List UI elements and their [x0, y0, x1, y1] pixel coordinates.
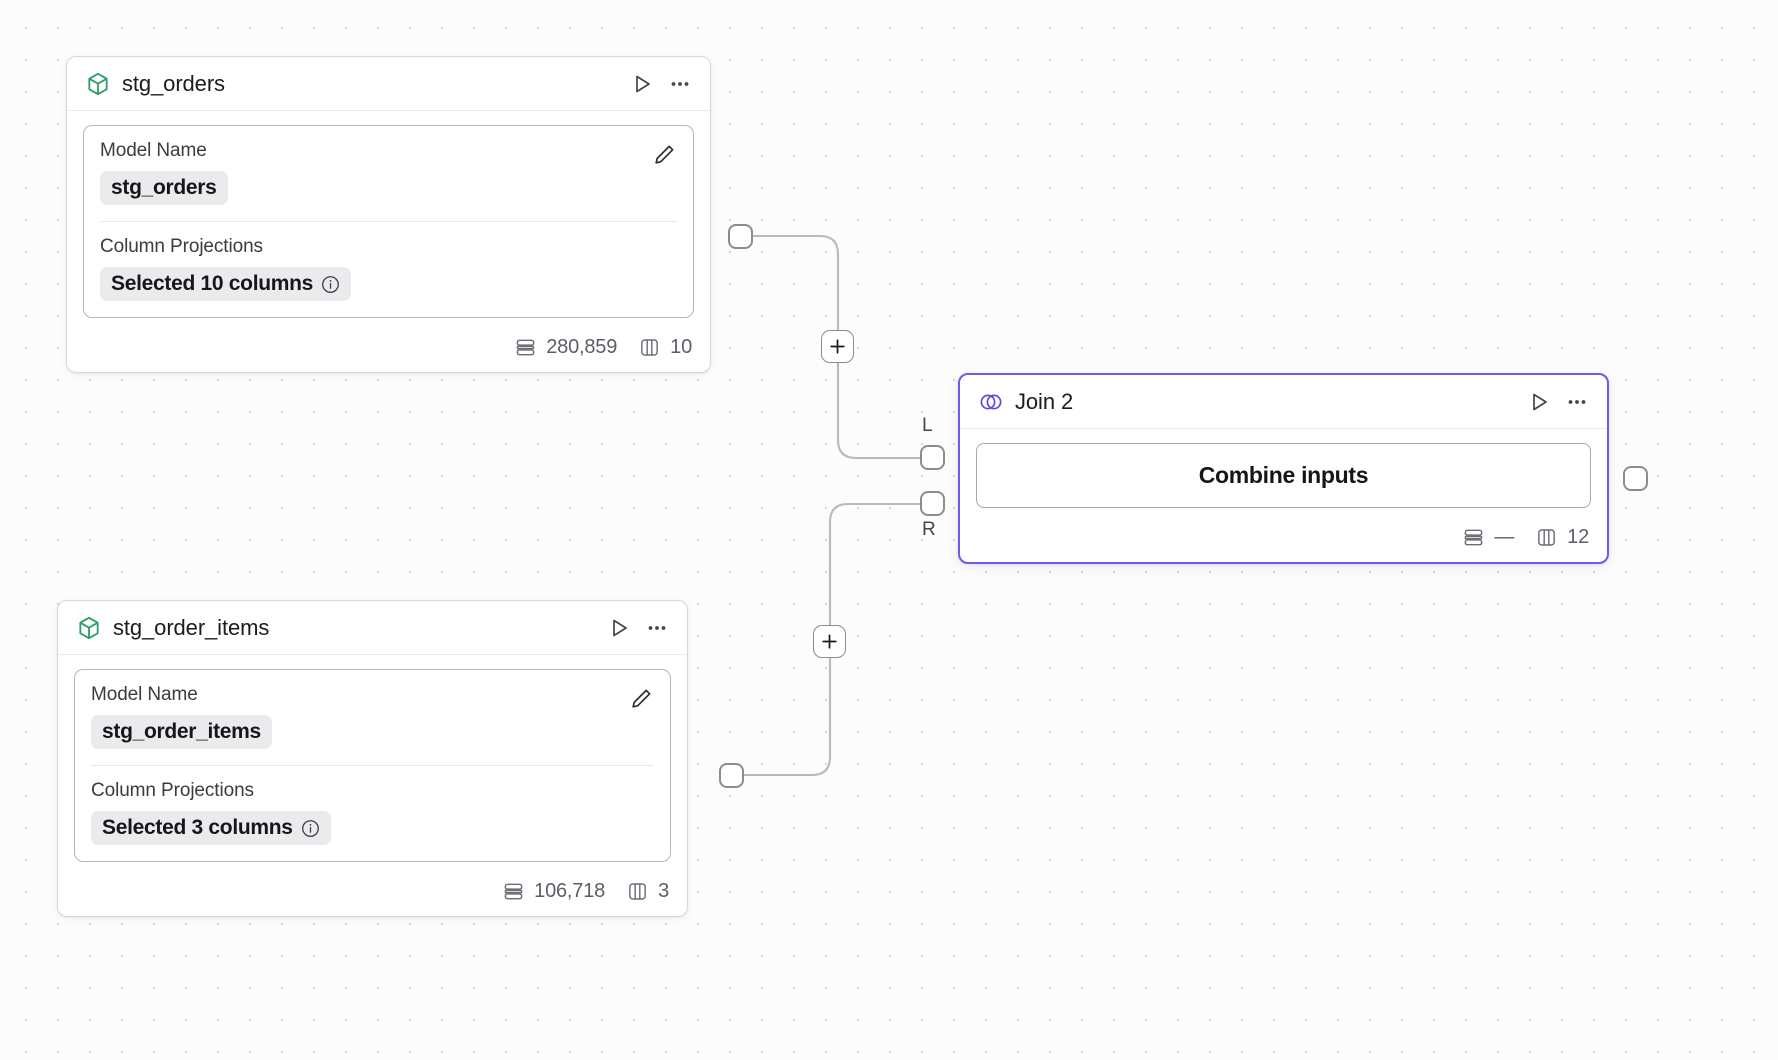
panel-divider: [91, 765, 654, 766]
model-config-panel: Model Name stg_orders Column Projections: [83, 125, 694, 318]
node-header: Join 2: [960, 375, 1607, 429]
columns-icon: [626, 880, 649, 903]
input-port-join-left[interactable]: [920, 445, 945, 470]
run-icon[interactable]: [630, 72, 654, 96]
node-body: Model Name stg_order_items Column Projec…: [58, 655, 687, 872]
column-projections-chip[interactable]: Selected 3 columns: [91, 811, 331, 845]
column-projections-value: Selected 3 columns: [102, 816, 293, 839]
column-projections-label: Column Projections: [100, 236, 263, 257]
column-projections-row: Column Projections Selected 10 columns: [100, 236, 677, 301]
more-options-icon[interactable]: [668, 72, 692, 96]
node-footer: — 12: [960, 518, 1607, 562]
edit-pencil-icon[interactable]: [652, 142, 677, 167]
info-icon[interactable]: [301, 819, 320, 838]
column-projections-value: Selected 10 columns: [111, 272, 314, 295]
rows-icon: [514, 336, 537, 359]
node-footer: 106,718 3: [58, 872, 687, 916]
model-name-value: stg_order_items: [102, 720, 261, 743]
node-body: Model Name stg_orders Column Projections: [67, 111, 710, 328]
edit-pencil-icon[interactable]: [629, 686, 654, 711]
model-name-value: stg_orders: [111, 176, 217, 199]
panel-divider: [100, 221, 677, 222]
node-title: Join 2: [1015, 389, 1074, 414]
cube-icon: [85, 71, 111, 97]
input-port-left-label: L: [922, 415, 933, 436]
rows-icon: [1462, 526, 1485, 549]
add-node-on-edge-button-top[interactable]: [821, 330, 854, 363]
column-count-value: 12: [1567, 526, 1589, 548]
row-count-stat: 280,859: [514, 336, 617, 359]
node-footer: 280,859 10: [67, 328, 710, 372]
add-node-on-edge-button-bottom[interactable]: [813, 625, 846, 658]
node-body: Combine inputs: [960, 429, 1607, 518]
node-title: stg_order_items: [113, 615, 270, 640]
row-count-stat: —: [1462, 526, 1514, 549]
model-name-label: Model Name: [91, 684, 198, 705]
row-count-value: 280,859: [546, 336, 618, 358]
run-icon[interactable]: [1527, 390, 1551, 414]
input-port-join-right[interactable]: [920, 491, 945, 516]
node-header: stg_orders: [67, 57, 710, 111]
columns-icon: [638, 336, 661, 359]
row-count-stat: 106,718: [502, 880, 605, 903]
row-count-value: 106,718: [534, 880, 606, 902]
column-projections-row: Column Projections Selected 3 columns: [91, 780, 654, 845]
node-header-actions: [607, 616, 669, 640]
more-options-icon[interactable]: [645, 616, 669, 640]
input-port-right-label: R: [922, 519, 936, 540]
columns-icon: [1535, 526, 1558, 549]
info-icon[interactable]: [321, 275, 340, 294]
node-join-2[interactable]: Join 2 Combine inputs: [958, 373, 1609, 564]
node-stg-order-items[interactable]: stg_order_items Model Name: [57, 600, 688, 917]
model-name-chip[interactable]: stg_orders: [100, 171, 228, 205]
node-stg-orders[interactable]: stg_orders Model Name: [66, 56, 711, 373]
more-options-icon[interactable]: [1565, 390, 1589, 414]
column-projections-chip[interactable]: Selected 10 columns: [100, 267, 352, 301]
model-config-panel: Model Name stg_order_items Column Projec…: [74, 669, 671, 862]
node-header-actions: [1527, 390, 1589, 414]
combine-inputs-button[interactable]: Combine inputs: [976, 443, 1591, 508]
model-name-row: Model Name stg_order_items: [91, 684, 654, 749]
model-name-label: Model Name: [100, 140, 207, 161]
column-projections-label: Column Projections: [91, 780, 254, 801]
output-port-stg-order-items[interactable]: [719, 763, 744, 788]
cube-icon: [76, 615, 102, 641]
column-count-stat: 12: [1535, 526, 1589, 549]
venn-icon: [978, 389, 1004, 415]
model-name-chip[interactable]: stg_order_items: [91, 715, 272, 749]
rows-icon: [502, 880, 525, 903]
run-icon[interactable]: [607, 616, 631, 640]
column-count-stat: 10: [638, 336, 692, 359]
row-count-value: —: [1494, 526, 1515, 548]
column-count-stat: 3: [626, 880, 669, 903]
node-title: stg_orders: [122, 71, 225, 96]
column-count-value: 3: [658, 880, 669, 902]
node-header-actions: [630, 72, 692, 96]
column-count-value: 10: [670, 336, 692, 358]
output-port-join-2[interactable]: [1623, 466, 1648, 491]
model-name-row: Model Name stg_orders: [100, 140, 677, 205]
node-header: stg_order_items: [58, 601, 687, 655]
output-port-stg-orders[interactable]: [728, 224, 753, 249]
